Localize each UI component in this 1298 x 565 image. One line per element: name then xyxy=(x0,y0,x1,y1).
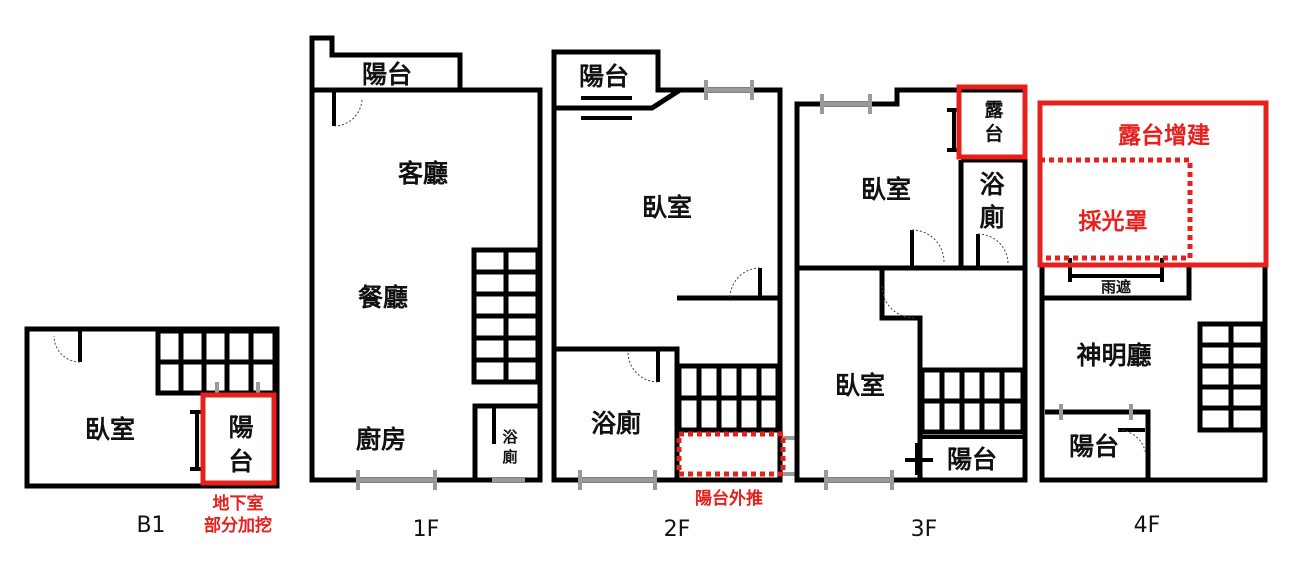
floor-b1: 臥室 陽 台 B1 地下室 部分加挖 xyxy=(24,326,280,538)
b1-floor-label: B1 xyxy=(136,513,165,538)
4f-skylight-box xyxy=(1037,157,1193,261)
4f-note-2: 採光罩 xyxy=(1079,209,1148,235)
2f-bath-label: 浴廁 xyxy=(591,409,641,438)
b1-bedroom-label: 臥室 xyxy=(85,415,135,444)
1f-kitchen-label: 廚房 xyxy=(356,425,406,454)
2f-balcony-extension-box xyxy=(676,431,786,477)
1f-dining-label: 餐廳 xyxy=(358,283,408,312)
1f-balcony-outline xyxy=(309,35,463,90)
b1-outline xyxy=(24,326,280,489)
2f-floor-label: 2F xyxy=(664,517,691,542)
1f-stairs xyxy=(471,247,541,385)
3f-outline xyxy=(794,87,1028,483)
3f-balcony-label: 陽台 xyxy=(947,445,997,474)
2f-stairs xyxy=(676,363,781,433)
2f-bedroom-label: 臥室 xyxy=(642,193,692,222)
b1-excavation-box xyxy=(200,392,277,486)
b1-stairs xyxy=(155,328,278,396)
b1-note-2: 部分加挖 xyxy=(204,515,272,536)
4f-stairs xyxy=(1197,321,1266,433)
4f-shrine-label: 神明廳 xyxy=(1076,341,1151,370)
1f-floor-label: 1F xyxy=(413,517,440,542)
b1-balcony-label-2: 台 xyxy=(228,447,253,476)
floor-2f: 陽台 臥室 浴廁 陽台外推 2F xyxy=(551,49,795,542)
3f-bath-label-2: 廁 xyxy=(979,203,1004,232)
3f-bedroom-1-label: 臥室 xyxy=(861,175,911,204)
floor-3f: 露 台 臥室 浴 廁 臥室 陽台 3F xyxy=(794,84,1028,542)
3f-stairs xyxy=(919,367,1026,435)
4f-balcony-label: 陽台 xyxy=(1069,432,1119,461)
1f-living-label: 客廳 xyxy=(398,159,448,188)
floor-1f: 陽台 客廳 餐廳 廚房 浴 廁 1F xyxy=(309,35,543,542)
2f-note: 陽台外推 xyxy=(695,488,763,509)
1f-bath-label-1: 浴 xyxy=(502,428,518,446)
2f-balcony-label: 陽台 xyxy=(579,62,629,91)
4f-canopy-label: 雨遮 xyxy=(1101,278,1131,296)
b1-balcony-label-1: 陽 xyxy=(228,413,253,442)
2f-outline xyxy=(551,49,783,483)
floor-4f: 露台增建 採光罩 雨遮 神明廳 陽台 4F xyxy=(1037,100,1269,538)
4f-floor-label: 4F xyxy=(1134,513,1161,538)
3f-terrace-box xyxy=(956,84,1028,160)
3f-bedroom-2-label: 臥室 xyxy=(835,371,885,400)
1f-bath-label-2: 廁 xyxy=(502,448,517,466)
b1-note-1: 地下室 xyxy=(213,493,264,514)
4f-note-1: 露台增建 xyxy=(1118,122,1210,149)
3f-terrace-label-2: 台 xyxy=(984,122,1003,145)
1f-balcony-label: 陽台 xyxy=(362,60,412,89)
3f-bath-label-1: 浴 xyxy=(979,170,1005,199)
3f-floor-label: 3F xyxy=(911,517,938,542)
3f-terrace-label-1: 露 xyxy=(984,99,1004,121)
